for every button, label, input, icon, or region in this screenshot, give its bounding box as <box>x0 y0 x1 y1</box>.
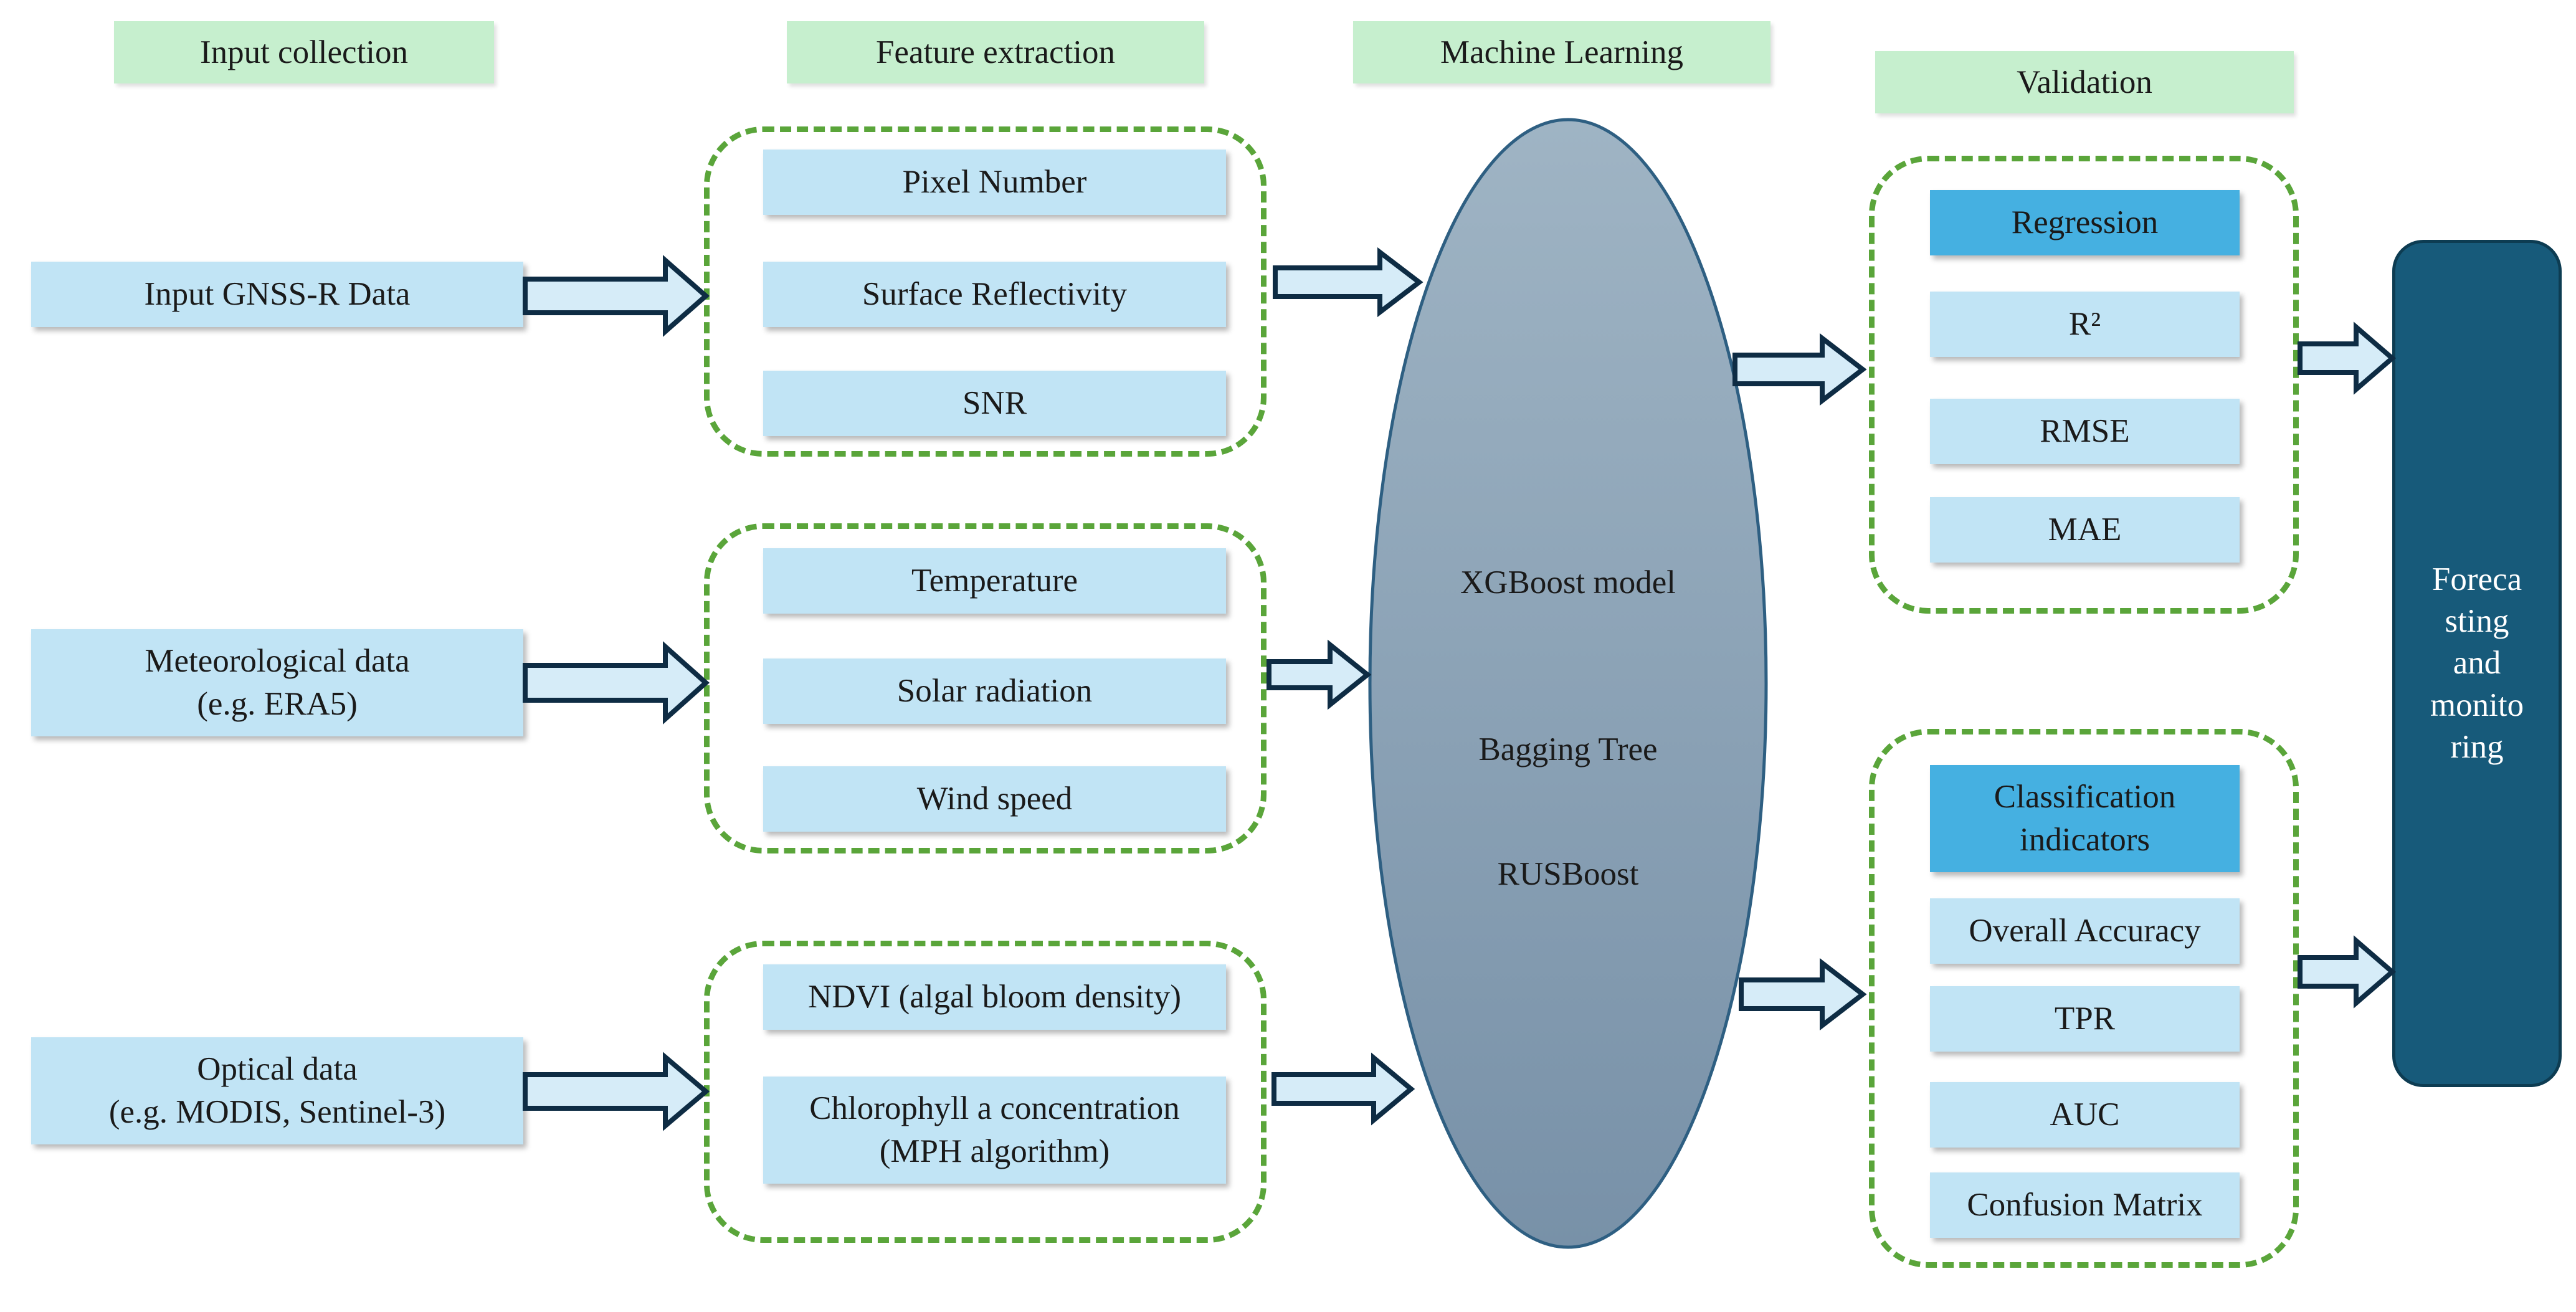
arrow-meteo-features-to-ml <box>1267 639 1372 710</box>
arrow-meteo-to-features <box>523 641 710 725</box>
arrow-optical-to-features <box>523 1052 710 1131</box>
model-bagging-tree: Bagging Tree <box>1478 731 1658 768</box>
arrow-ml-to-classification <box>1739 958 1867 1031</box>
feature-temperature: Temperature <box>763 548 1226 614</box>
arrow-optical-features-to-ml <box>1271 1052 1415 1126</box>
feature-pixel-number: Pixel Number <box>763 150 1226 215</box>
header-validation: Validation <box>1875 51 2294 113</box>
metric-confusion-matrix: Confusion Matrix <box>1930 1172 2240 1238</box>
metric-overall-accuracy: Overall Accuracy <box>1930 898 2240 964</box>
metric-rmse: RMSE <box>1930 399 2240 464</box>
header-machine-learning: Machine Learning <box>1353 21 1770 83</box>
ml-model-ellipse <box>1368 118 1768 1249</box>
input-gnss-r-data: Input GNSS-R Data <box>31 262 523 327</box>
feature-ndvi: NDVI (algal bloom density) <box>763 964 1226 1030</box>
feature-solar-radiation: Solar radiation <box>763 658 1226 724</box>
arrow-regression-to-forecast <box>2298 321 2397 395</box>
model-xgboost: XGBoost model <box>1460 564 1676 601</box>
feature-surface-reflectivity: Surface Reflectivity <box>763 262 1226 327</box>
classification-title: Classification indicators <box>1930 765 2240 872</box>
feature-chlorophyll: Chlorophyll a concentration (MPH algorit… <box>763 1077 1226 1184</box>
regression-title: Regression <box>1930 190 2240 255</box>
input-optical-data: Optical data (e.g. MODIS, Sentinel-3) <box>31 1037 523 1144</box>
arrow-gnss-to-features <box>523 255 710 337</box>
forecasting-monitoring-box: Foreca sting and monito ring <box>2392 240 2562 1087</box>
arrow-classification-to-forecast <box>2298 935 2397 1009</box>
arrow-gnss-features-to-ml <box>1273 247 1423 318</box>
input-meteorological-data: Meteorological data (e.g. ERA5) <box>31 629 523 736</box>
group-gnss-features <box>704 126 1267 457</box>
group-classification-metrics <box>1869 729 2299 1268</box>
metric-mae: MAE <box>1930 497 2240 563</box>
header-input-collection: Input collection <box>114 21 494 83</box>
arrow-ml-to-regression <box>1732 333 1867 406</box>
model-rusboost: RUSBoost <box>1497 855 1639 892</box>
metric-r2: R² <box>1930 292 2240 357</box>
metric-tpr: TPR <box>1930 986 2240 1052</box>
metric-auc: AUC <box>1930 1082 2240 1148</box>
group-regression-metrics <box>1869 156 2299 614</box>
feature-snr: SNR <box>763 371 1226 436</box>
feature-wind-speed: Wind speed <box>763 766 1226 832</box>
group-meteorological-features <box>704 523 1267 853</box>
header-feature-extraction: Feature extraction <box>787 21 1204 83</box>
